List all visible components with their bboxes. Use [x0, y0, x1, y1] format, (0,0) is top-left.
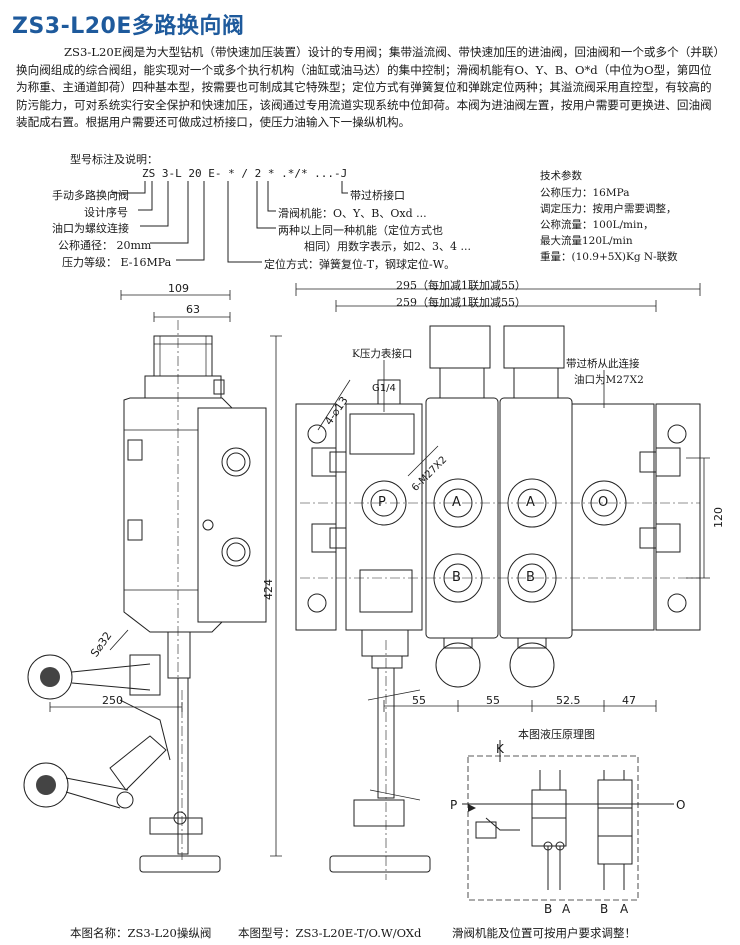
footer-note: 滑阀机能及位置可按用户要求调整！ — [452, 926, 636, 940]
spec-row: 重量：(10.9+5X)Kg N-联数 — [540, 251, 678, 263]
specs-heading: 技术参数 — [540, 170, 582, 182]
spec-row: 公称流量：100L/min， — [540, 219, 654, 231]
dim-label: 55 — [486, 694, 500, 707]
schematic-label: B — [544, 902, 553, 916]
model-right-label: 带过桥接口 — [350, 189, 405, 202]
spec-row: 调定压力：按用户需要调整， — [540, 203, 677, 215]
model-left-label: 公称通径： 20mm — [58, 239, 152, 252]
model-right-label: 相同）用数字表示，如2、3、4 ... — [304, 240, 471, 253]
port-label: B — [526, 570, 535, 585]
schematic-label: B — [600, 902, 609, 916]
schematic-label: A — [620, 902, 629, 916]
spec-row: 公称压力：16MPa — [540, 187, 630, 199]
port-label: A — [452, 495, 461, 510]
schematic-label: O — [676, 798, 686, 812]
dim-label: 109 — [168, 282, 189, 295]
dim-label: G1/4 — [372, 383, 396, 394]
model-left-label: 手动多路换向阀 — [52, 189, 129, 202]
callout: 带过桥从此连接 — [566, 358, 640, 370]
model-left-label: 设计序号 — [84, 206, 128, 219]
dim-label: 47 — [622, 694, 636, 707]
model-right-label: 定位方式：弹簧复位-T，钢球定位-W。 — [264, 258, 456, 271]
model-code: ZS 3-L 20 E- * / 2 * .*/* ...-J — [142, 167, 348, 180]
model-code-heading: 型号标注及说明： — [70, 153, 158, 166]
model-left-label: 压力等级： E-16MPa — [62, 256, 172, 269]
footer-model: 本图型号：ZS3-L20E-T/O.W/OXd — [238, 926, 422, 940]
page-title: ZS3-L20E多路换向阀 — [12, 14, 245, 39]
schematic-label: A — [562, 902, 571, 916]
model-right-label: 两种以上同一种机能（定位方式也 — [278, 224, 443, 237]
dim-label: 259（每加减1联加减55） — [396, 296, 526, 309]
dim-label: 295（每加减1联加减55） — [396, 279, 526, 292]
intro-paragraph: ZS3-L20E阀是为大型钻机（带快速加压装置）设计的专用阀；集带溢流阀、带快速… — [16, 45, 720, 129]
footer-name: 本图名称：ZS3-L20操纵阀 — [70, 926, 212, 940]
schematic-label: P — [450, 798, 458, 812]
port-label: B — [452, 570, 461, 585]
dim-label: 52.5 — [556, 694, 581, 707]
schematic-title: 本图液压原理图 — [518, 728, 595, 741]
port-label: A — [526, 495, 535, 510]
model-left-label: 油口为螺纹连接 — [52, 222, 129, 235]
dim-label: 120 — [712, 507, 725, 528]
model-right-label: 滑阀机能：O、Y、B、Oxd ... — [278, 207, 427, 220]
callout: K压力表接口 — [352, 348, 413, 360]
spec-row: 最大流量120L/min — [540, 235, 633, 247]
callout: 油口为M27X2 — [574, 374, 644, 386]
port-label: O — [598, 495, 609, 510]
dim-label: 250 — [102, 694, 123, 707]
dim-label: 55 — [412, 694, 426, 707]
schematic-label: K — [496, 742, 504, 756]
dim-label: 63 — [186, 303, 200, 316]
dim-label: 424 — [262, 579, 275, 600]
port-label: P — [378, 495, 386, 510]
